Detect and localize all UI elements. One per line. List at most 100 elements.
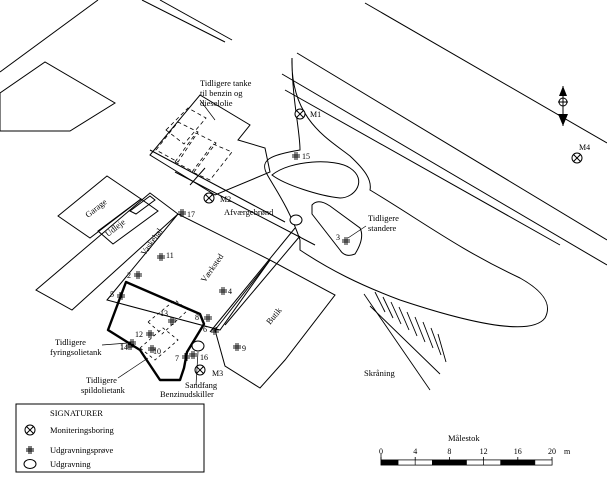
label-sandfang-1: Sandfang <box>185 380 218 390</box>
sample-point-7: 7 <box>175 353 190 363</box>
monitoring-well-m3: M3 <box>194 364 223 378</box>
label-butik: Butik <box>264 305 284 326</box>
scale-ticks: 0 4 8 12 16 20 m <box>379 447 571 460</box>
slope-hatch <box>363 291 447 391</box>
sample-label: 1 <box>120 342 124 351</box>
sample-label: 5 <box>110 290 114 299</box>
label-garage: Garage <box>83 196 109 219</box>
monitoring-well-m1: M1 <box>294 108 321 120</box>
label-vaskehal: Vaskehal <box>138 226 164 257</box>
legend-item-sample: Udgravningsprøve <box>26 445 113 455</box>
right-road-lines <box>281 2 607 266</box>
monitoring-well-label: M3 <box>212 369 223 378</box>
sample-point-9: 9 <box>233 343 246 353</box>
sample-point-10: 10 <box>148 345 161 356</box>
sample-label: 16 <box>200 353 208 362</box>
sample-label: 10 <box>153 347 161 356</box>
legend-label-monitoring: Moniteringsboring <box>50 425 114 435</box>
scale-bar: Målestok 0 4 8 12 16 20 m <box>379 433 571 466</box>
sample-point-15: 15 <box>292 152 310 161</box>
label-sandfang-2: Benzinudskiller <box>160 389 214 399</box>
label-udleje: Udleje <box>103 217 127 239</box>
sample-point-4: 4 <box>219 287 232 296</box>
scale-segment <box>517 459 536 466</box>
scale-segment <box>414 459 433 466</box>
tanks-label-1: Tidligere tanke <box>200 78 252 88</box>
scale-segment <box>449 459 467 466</box>
scale-segment <box>466 459 484 466</box>
sample-label: 8 <box>195 313 199 322</box>
legend-label-sample: Udgravningsprøve <box>50 445 113 455</box>
sample-label: 4 <box>228 287 232 296</box>
tanks-label-3: dieselolie <box>200 98 233 108</box>
label-skraning: Skråning <box>364 368 395 378</box>
scale-segment <box>431 459 450 466</box>
scale-tick-label: 12 <box>480 447 488 456</box>
excavation-icon <box>23 459 37 469</box>
label-spildolietank-2: spildolietank <box>81 385 126 395</box>
label-standere-2: standere <box>368 223 397 233</box>
monitoring-well-m4: M4 <box>571 143 590 164</box>
scale-segment <box>380 459 399 466</box>
sample-point-6: 6 <box>203 325 219 335</box>
legend: SIGNATURER Moniteringsboring Udgravnings… <box>15 403 205 473</box>
scale-unit: m <box>564 447 571 456</box>
sample-label: 15 <box>302 152 310 161</box>
former-tanks <box>155 107 233 181</box>
sample-label: 3 <box>336 233 340 242</box>
sample-point-14: 14 <box>120 342 134 352</box>
scale-tick-label: 0 <box>379 447 383 456</box>
legend-item-monitoring: Moniteringsboring <box>24 424 114 436</box>
scale-title: Målestok <box>448 433 480 443</box>
sample-point-17: 17 <box>178 209 195 219</box>
scale-segments <box>380 459 553 466</box>
scale-segment <box>500 459 519 466</box>
legend-label-excavation: Udgravning <box>50 459 91 469</box>
label-vaerksted: Værksted <box>198 251 225 284</box>
label-fyringsolietank-1: Tidligere <box>55 337 86 347</box>
sample-label: 14 <box>120 343 128 352</box>
sample-label: 6 <box>203 325 207 334</box>
sample-label: 12 <box>135 330 143 339</box>
excavation-oval-afvaerge <box>289 214 303 226</box>
island <box>271 161 360 199</box>
scale-tick-label: 20 <box>548 447 556 456</box>
label-standere-1: Tidligere <box>368 213 399 223</box>
monitoring-well-m2: M2 <box>203 192 231 204</box>
sample-point-2: 2 <box>127 271 142 280</box>
scale-segment <box>483 459 502 466</box>
sample-point-3: 3 <box>336 233 350 245</box>
scale-segment <box>534 459 553 466</box>
sample-point-12: 12 <box>135 330 154 339</box>
label-fyringsolietank-2: fyringsolietank <box>50 347 102 357</box>
legend-title: SIGNATURER <box>50 408 103 418</box>
sample-label: 13 <box>160 309 168 318</box>
monitoring-well-icon <box>24 424 36 436</box>
north-arrow-icon <box>558 86 568 126</box>
leader-lines <box>101 99 367 386</box>
tanks-label-2: til benzin og <box>200 88 243 98</box>
excavation-dashes <box>139 299 189 361</box>
scale-tick-label: 4 <box>413 447 417 456</box>
label-spildolietank-1: Tidligere <box>86 375 117 385</box>
sample-point-16: 16 <box>189 351 208 362</box>
paved-area-outline <box>264 57 549 328</box>
excavation-oval-sandfang <box>191 340 205 352</box>
sample-label: 2 <box>127 271 131 280</box>
monitoring-well-label: M2 <box>220 195 231 204</box>
scale-tick-label: 8 <box>447 447 451 456</box>
sample-point-8: 8 <box>195 313 212 322</box>
sample-label: 17 <box>187 210 195 219</box>
monitoring-well-label: M1 <box>310 110 321 119</box>
road-lines <box>0 0 233 73</box>
scale-segment <box>397 459 416 466</box>
monitoring-well-label: M4 <box>579 143 590 152</box>
sample-icon <box>26 446 34 454</box>
label-afvaergebrond: Afværgebrønd <box>224 207 274 217</box>
sample-label: 9 <box>242 344 246 353</box>
scale-tick-label: 16 <box>514 447 522 456</box>
sample-point-13: 13 <box>160 309 176 325</box>
